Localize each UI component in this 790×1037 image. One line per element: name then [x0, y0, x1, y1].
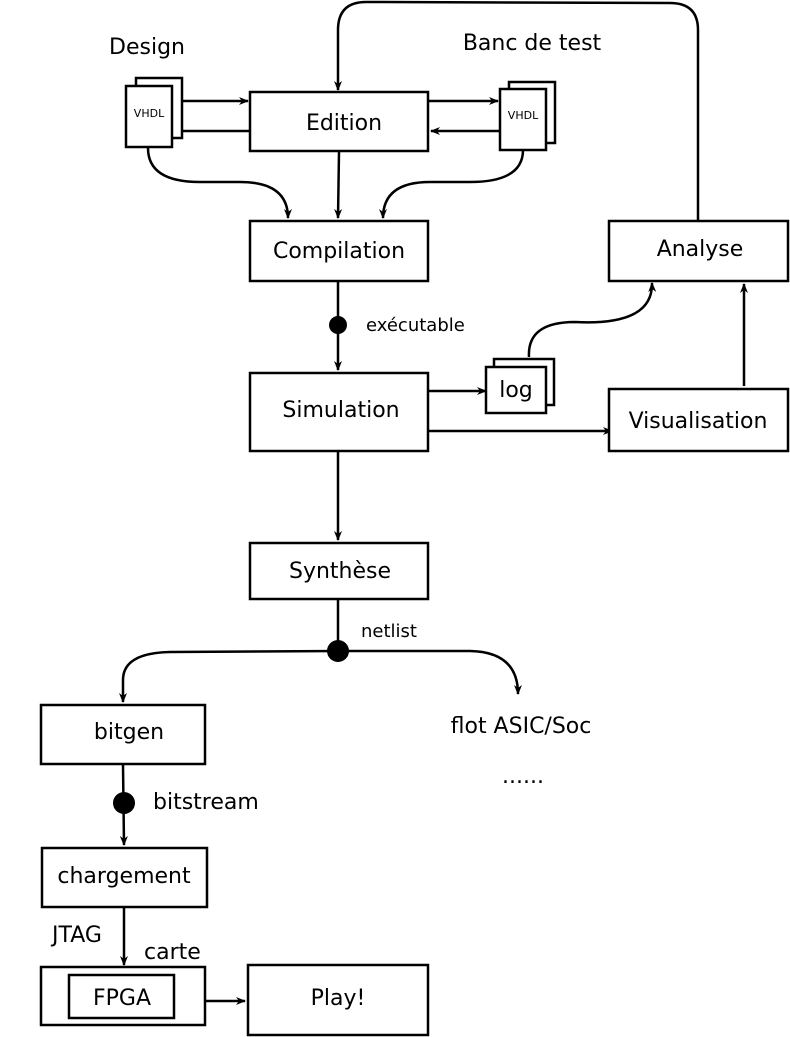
fpga-box	[67, 973, 176, 1020]
fpga-label: FPGA	[93, 986, 151, 1011]
executable-label: exécutable	[366, 315, 465, 336]
visualisation-box	[607, 387, 790, 453]
design-label: Design	[109, 35, 185, 60]
synthese-label: Synthèse	[289, 559, 391, 584]
connectors	[119, 0, 748, 1005]
netlist-label: netlist	[361, 621, 417, 642]
dots-label: ......	[502, 764, 544, 789]
bitgen-label: bitgen	[94, 720, 164, 745]
simulation-label: Simulation	[282, 398, 399, 423]
arrow-netlist-to-bitgen	[119, 649, 339, 703]
bitgen-box	[39, 703, 207, 766]
bitstream-label: bitstream	[153, 790, 259, 815]
log-file: log	[484, 357, 556, 415]
log-label: log	[499, 378, 533, 403]
play-label: Play!	[311, 986, 366, 1011]
netlist-dot	[327, 640, 349, 662]
arrow-banc-to-compilation	[379, 149, 525, 219]
chargement-box	[40, 846, 209, 909]
banc-vhdl-file: VHDL	[498, 80, 557, 152]
arrow-analyse-to-edition	[334, 0, 700, 220]
play-box	[246, 963, 430, 1037]
design-vhdl-file: VHDL	[124, 76, 184, 149]
compilation-box	[248, 219, 430, 283]
synthese-box	[248, 541, 430, 601]
compilation-label: Compilation	[273, 239, 405, 264]
simulation-box	[248, 371, 430, 453]
edition-label: Edition	[306, 111, 382, 136]
arrow-netlist-to-flot	[338, 649, 522, 695]
carte-label: carte	[144, 940, 201, 965]
analyse-label: Analyse	[657, 237, 744, 262]
arrow-design-to-compilation	[146, 147, 292, 219]
jtag-label: JTAG	[50, 923, 102, 948]
banc-vhdl-label: VHDL	[508, 109, 539, 122]
chargement-label: chargement	[57, 864, 191, 889]
banc-label: Banc de test	[463, 31, 602, 56]
design-vhdl-label: VHDL	[134, 107, 165, 120]
arrow-log-to-analyse	[527, 282, 657, 358]
edition-box	[248, 90, 430, 153]
analyse-box	[607, 219, 790, 283]
flot-label: flot ASIC/Soc	[451, 714, 592, 739]
arrow-edition-to-compilation	[334, 151, 343, 219]
executable-dot	[329, 316, 347, 334]
visualisation-label: Visualisation	[629, 409, 768, 434]
bitstream-dot	[113, 792, 135, 814]
